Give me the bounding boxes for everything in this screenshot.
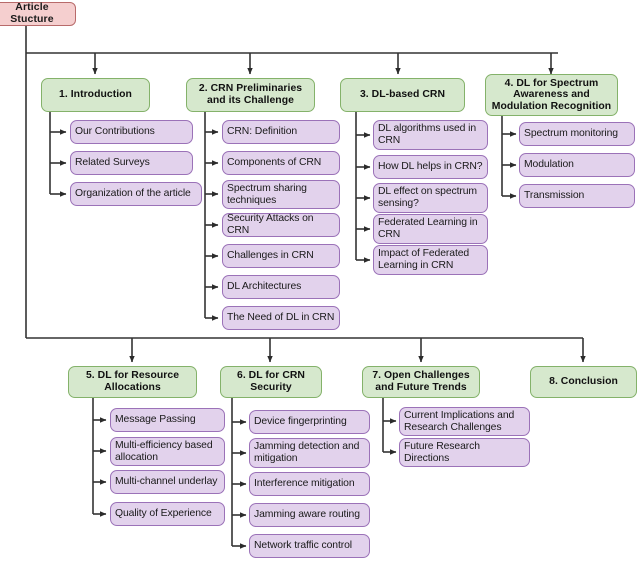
- section-node-3-dl-based-crn[interactable]: 3. DL-based CRN: [340, 78, 465, 112]
- section-node-label: 1. Introduction: [59, 89, 132, 101]
- leaf-node-dl-algorithms-used-in-crn[interactable]: DL algorithms used in CRN: [373, 120, 488, 150]
- leaf-node-transmission[interactable]: Transmission: [519, 184, 635, 208]
- root-node-label: Article Stucture: [10, 1, 54, 25]
- leaf-node-dl-effect-on-spectrum-sensing[interactable]: DL effect on spectrum sensing?: [373, 183, 488, 213]
- section-node-label: 5. DL for Resource Allocations: [85, 370, 180, 393]
- leaf-node-label: Spectrum sharing techniques: [227, 182, 307, 206]
- leaf-node-quality-of-experience[interactable]: Quality of Experience: [110, 502, 225, 526]
- leaf-node-spectrum-sharing-techniques[interactable]: Spectrum sharing techniques: [222, 180, 340, 209]
- section-node-label: 2. CRN Preliminaries and its Challenge: [198, 83, 303, 106]
- section-node-label: 3. DL-based CRN: [359, 89, 446, 101]
- leaf-node-label: Related Surveys: [75, 157, 150, 169]
- section-node-2-crn-preliminaries[interactable]: 2. CRN Preliminaries and its Challenge: [186, 78, 315, 112]
- leaf-node-label: Jamming detection and mitigation: [254, 441, 360, 464]
- leaf-node-current-implications-and-research-challenges[interactable]: Current Implications and Research Challe…: [399, 407, 530, 436]
- leaf-node-label: CRN: Definition: [227, 126, 298, 138]
- leaf-node-components-of-crn[interactable]: Components of CRN: [222, 151, 340, 175]
- leaf-node-related-surveys[interactable]: Related Surveys: [70, 151, 193, 175]
- leaf-node-label: The Need of DL in CRN: [227, 312, 335, 324]
- leaf-node-challenges-in-crn[interactable]: Challenges in CRN: [222, 244, 340, 268]
- leaf-node-impact-of-federated-learning-in-crn[interactable]: Impact of Federated Learning in CRN: [373, 245, 488, 275]
- section-node-5-dl-for-resource-allocations[interactable]: 5. DL for Resource Allocations: [68, 366, 197, 398]
- leaf-node-federated-learning-in-crn[interactable]: Federated Learning in CRN: [373, 214, 488, 244]
- leaf-node-label: Security Attacks on CRN: [227, 213, 314, 236]
- leaf-node-label: Challenges in CRN: [227, 250, 314, 262]
- leaf-node-label: Future Research Directions: [404, 440, 480, 464]
- leaf-node-multi-channel-underlay[interactable]: Multi-channel underlay: [110, 470, 225, 494]
- section-node-label: 6. DL for CRN Security: [236, 370, 305, 393]
- leaf-node-label: Spectrum monitoring: [524, 128, 618, 140]
- leaf-node-crn-definition[interactable]: CRN: Definition: [222, 120, 340, 144]
- section-node-label: 4. DL for Spectrum Awareness and Modulat…: [491, 77, 612, 112]
- section-node-8-conclusion[interactable]: 8. Conclusion: [530, 366, 637, 398]
- leaf-node-label: Multi-channel underlay: [115, 476, 218, 488]
- leaf-node-future-research-directions[interactable]: Future Research Directions: [399, 438, 530, 467]
- leaf-node-label: Impact of Federated Learning in CRN: [378, 248, 470, 271]
- section-node-4-dl-for-spectrum-awareness[interactable]: 4. DL for Spectrum Awareness and Modulat…: [485, 74, 618, 116]
- section-node-7-open-challenges-and-future-trends[interactable]: 7. Open Challenges and Future Trends: [362, 366, 480, 398]
- leaf-node-label: Multi-efficiency based allocation: [115, 439, 213, 463]
- leaf-node-label: Current Implications and Research Challe…: [404, 409, 515, 433]
- leaf-node-the-need-of-dl-in-crn[interactable]: The Need of DL in CRN: [222, 306, 340, 330]
- leaf-node-jamming-detection-and-mitigation[interactable]: Jamming detection and mitigation: [249, 438, 370, 468]
- leaf-node-label: Jamming aware routing: [254, 509, 360, 521]
- leaf-node-label: Interference mitigation: [254, 478, 355, 490]
- leaf-node-device-fingerprinting[interactable]: Device fingerprinting: [249, 410, 370, 434]
- leaf-node-security-attacks-on-crn[interactable]: Security Attacks on CRN: [222, 213, 340, 237]
- leaf-node-how-dl-helps-in-crn[interactable]: How DL helps in CRN?: [373, 155, 488, 179]
- leaf-node-label: How DL helps in CRN?: [378, 161, 483, 173]
- leaf-node-label: Components of CRN: [227, 157, 322, 169]
- leaf-node-our-contributions[interactable]: Our Contributions: [70, 120, 193, 144]
- leaf-node-label: Federated Learning in CRN: [378, 217, 478, 240]
- leaf-node-jamming-aware-routing[interactable]: Jamming aware routing: [249, 503, 370, 527]
- leaf-node-label: DL Architectures: [227, 281, 302, 293]
- leaf-node-label: Our Contributions: [75, 126, 155, 138]
- leaf-node-dl-architectures[interactable]: DL Architectures: [222, 275, 340, 299]
- root-node-article-structure[interactable]: Article Stucture: [0, 1, 76, 26]
- section-node-label: 8. Conclusion: [549, 376, 618, 388]
- leaf-node-label: Device fingerprinting: [254, 416, 347, 428]
- section-node-6-dl-for-crn-security[interactable]: 6. DL for CRN Security: [220, 366, 322, 398]
- leaf-node-organization-of-the-article[interactable]: Organization of the article: [70, 182, 202, 206]
- leaf-node-modulation[interactable]: Modulation: [519, 153, 635, 177]
- leaf-node-message-passing[interactable]: Message Passing: [110, 408, 225, 432]
- section-node-label: 7. Open Challenges and Future Trends: [372, 370, 470, 393]
- leaf-node-spectrum-monitoring[interactable]: Spectrum monitoring: [519, 122, 635, 146]
- leaf-node-label: DL algorithms used in CRN: [378, 123, 477, 146]
- leaf-node-interference-mitigation[interactable]: Interference mitigation: [249, 472, 370, 496]
- leaf-node-label: Modulation: [524, 159, 574, 171]
- leaf-node-label: Organization of the article: [75, 188, 191, 200]
- leaf-node-label: Transmission: [524, 190, 585, 202]
- leaf-node-label: Network traffic control: [254, 540, 352, 552]
- section-node-1-introduction[interactable]: 1. Introduction: [41, 78, 150, 112]
- leaf-node-network-traffic-control[interactable]: Network traffic control: [249, 534, 370, 558]
- leaf-node-label: DL effect on spectrum sensing?: [378, 186, 477, 209]
- leaf-node-label: Message Passing: [115, 414, 196, 426]
- leaf-node-label: Quality of Experience: [115, 508, 212, 520]
- leaf-node-multi-efficiency-based-allocation[interactable]: Multi-efficiency based allocation: [110, 437, 225, 466]
